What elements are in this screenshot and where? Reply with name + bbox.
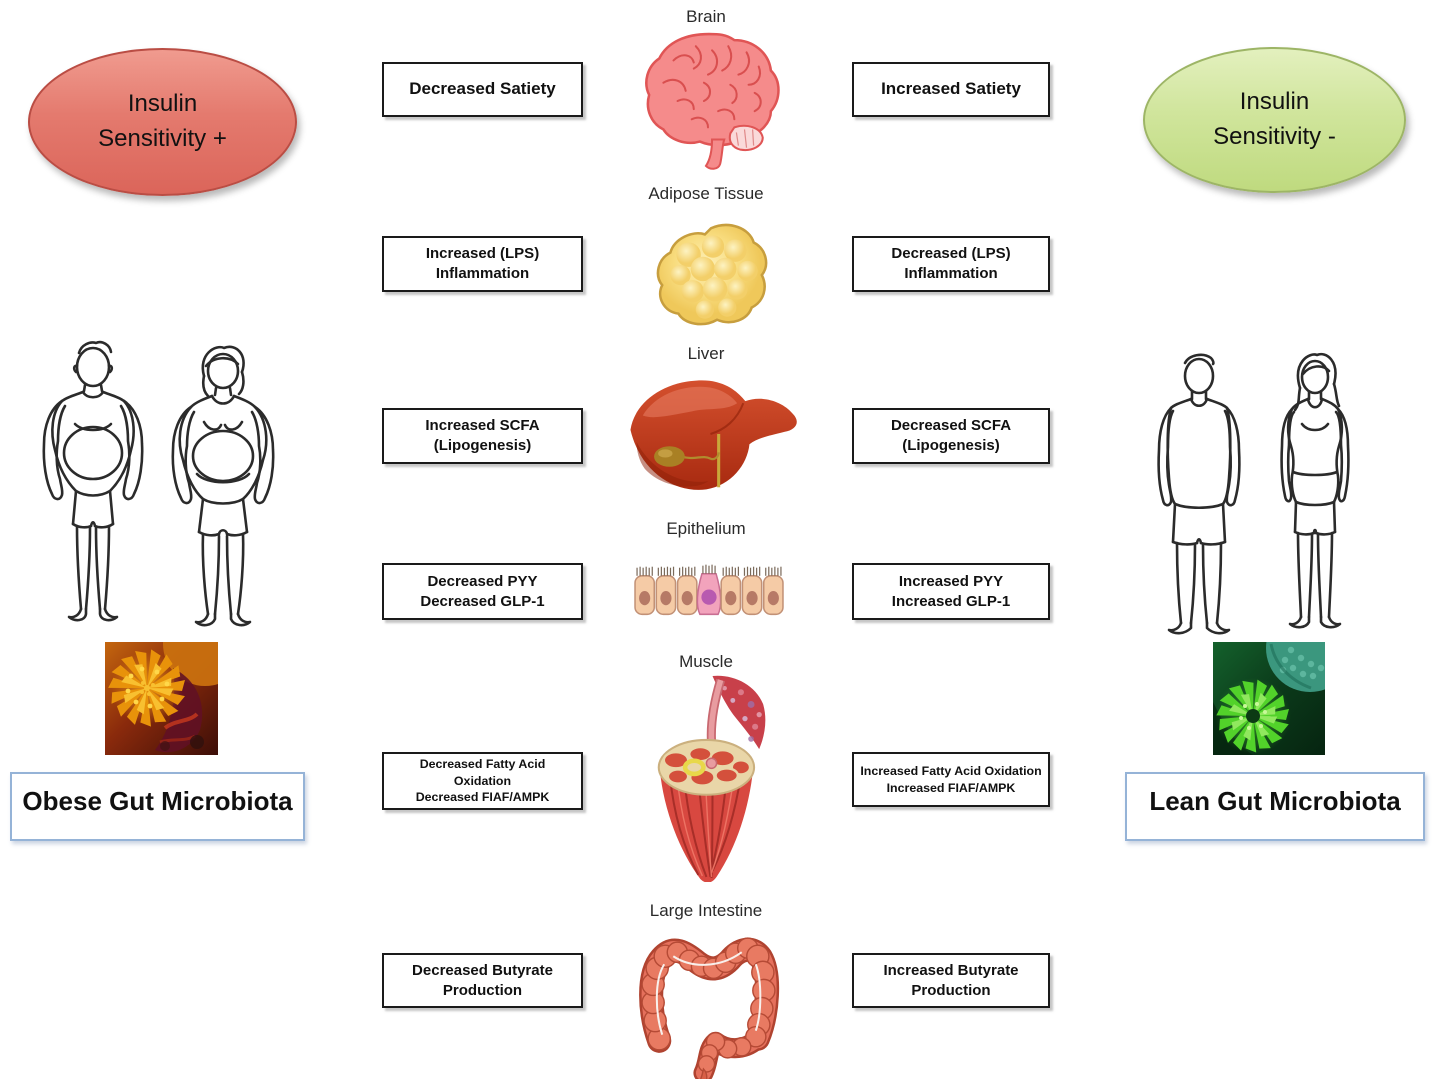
right-box-lps: Decreased (LPS) Inflammation (852, 236, 1050, 292)
left-box-lps: Increased (LPS) Inflammation (382, 236, 583, 292)
lean-male-figure (1157, 353, 1241, 635)
lean-female-figure (1280, 352, 1350, 629)
obese-male-figure (42, 340, 144, 622)
obese-gut-microbiota-caption: Obese Gut Microbiota (10, 772, 305, 841)
organ-label-large-intestine: Large Intestine (649, 901, 763, 920)
obese-caption-label: Obese Gut Microbiota (22, 786, 293, 816)
lean-figures-illustration (1157, 352, 1350, 635)
right-box-butyrate: Increased Butyrate Production (852, 953, 1050, 1008)
obese-microbiota-image (105, 642, 218, 755)
lean-gut-microbiota-caption: Lean Gut Microbiota (1125, 772, 1425, 841)
brain-illustration (645, 32, 780, 170)
right-box-satiety: Increased Satiety (852, 62, 1050, 117)
muscle-illustration (657, 675, 766, 882)
right-box-fatty-acid: Increased Fatty Acid Oxidation Increased… (852, 752, 1050, 807)
left-box-fatty-acid: Decreased Fatty Acid Oxidation Decreased… (382, 752, 583, 810)
insulin-sensitivity-positive-ellipse: Insulin Sensitivity + (28, 48, 297, 196)
large-intestine-illustration (639, 937, 780, 1079)
organ-label-muscle: Muscle (679, 652, 733, 671)
insulin-sensitivity-negative-ellipse: Insulin Sensitivity - (1143, 47, 1406, 193)
insulin-sensitivity-positive-label: Insulin Sensitivity + (98, 90, 227, 152)
adipose-tissue-illustration (656, 223, 768, 326)
left-box-butyrate: Decreased Butyrate Production (382, 953, 583, 1008)
organ-label-adipose-tissue: Adipose Tissue (648, 184, 764, 203)
right-box-scfa: Decreased SCFA (Lipogenesis) (852, 408, 1050, 464)
lean-microbiota-image (1213, 642, 1325, 755)
liver-illustration (630, 380, 797, 490)
left-box-satiety: Decreased Satiety (382, 62, 583, 117)
organ-label-epithelium: Epithelium (666, 519, 746, 538)
organ-label-brain: Brain (686, 7, 726, 26)
left-box-pyy: Decreased PYY Decreased GLP-1 (382, 563, 583, 620)
obese-female-figure (171, 345, 275, 627)
obese-figures-illustration (42, 340, 275, 627)
organ-label-liver: Liver (687, 344, 725, 363)
right-box-pyy: Increased PYY Increased GLP-1 (852, 563, 1050, 620)
left-box-scfa: Increased SCFA (Lipogenesis) (382, 408, 583, 464)
epithelium-illustration (634, 564, 784, 616)
lean-caption-label: Lean Gut Microbiota (1149, 786, 1401, 816)
insulin-sensitivity-negative-label: Insulin Sensitivity - (1213, 88, 1336, 150)
